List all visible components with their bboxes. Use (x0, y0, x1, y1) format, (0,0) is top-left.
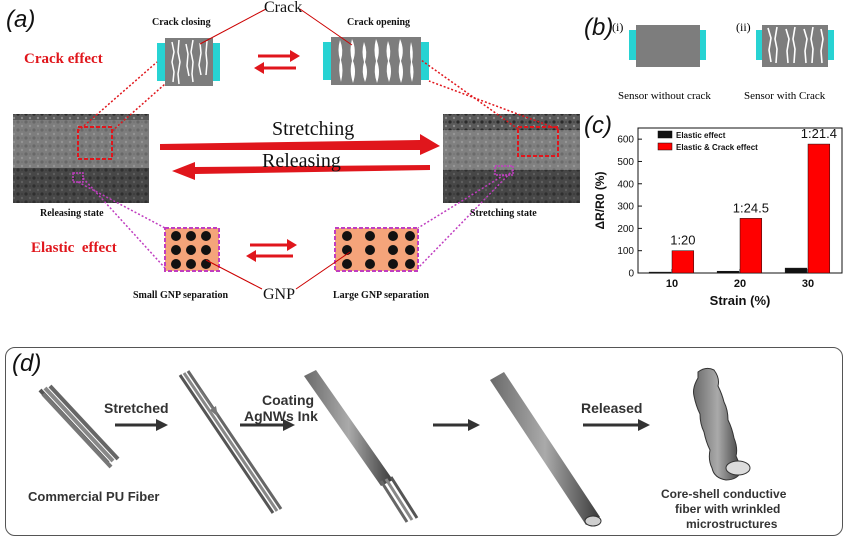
stretched-label: Stretched (104, 400, 169, 416)
core-shell-label-3: microstructures (686, 517, 778, 531)
panel-b-label: (b) (584, 14, 614, 41)
bar (739, 218, 763, 274)
y-tick-label: 300 (617, 202, 634, 213)
core-shell-label-1: Core-shell conductive (661, 487, 787, 501)
caption-without-crack: Sensor without crack (618, 90, 711, 102)
panel-d-graphics (38, 367, 751, 527)
sensor-without-crack (629, 25, 706, 67)
releasing-state-label: Releasing state (40, 208, 104, 219)
legend-swatch (657, 130, 673, 139)
coated-fiber (304, 370, 419, 523)
gnp-small-separation (164, 227, 220, 272)
legend-label: Elastic effect (676, 131, 726, 140)
process-arrows (115, 419, 650, 431)
bar (784, 267, 808, 274)
panel-c-label: (c) (584, 112, 612, 139)
gnp-label: GNP (263, 286, 296, 303)
crack-switch-arrows (254, 50, 300, 74)
sensor-with-crack (756, 25, 834, 67)
panel-b-graphics (629, 25, 834, 67)
coating-label-1: Coating (262, 392, 315, 408)
panel-d-frame (5, 347, 843, 536)
panel-b-item-ii: (ii) (736, 20, 751, 34)
sem-stretching-image (443, 114, 580, 203)
caption-with-crack: Sensor with Crack (744, 90, 826, 102)
ratio-annotation: 1:21.4 (801, 126, 837, 141)
y-tick-label: 600 (617, 135, 634, 146)
elastic-effect-label: Elastic effect (31, 240, 117, 256)
stretch-release-arrows (160, 134, 440, 180)
crack-opening-sensor (323, 37, 429, 85)
y-tick-label: 400 (617, 179, 634, 190)
panel-a-label: (a) (6, 6, 36, 33)
ratio-annotation: 1:24.5 (733, 200, 769, 215)
bar (716, 270, 740, 274)
crack-effect-label: Crack effect (24, 51, 103, 67)
bar (648, 271, 672, 274)
x-tick-label: 30 (802, 278, 814, 290)
panel-b-item-i: (i) (612, 20, 624, 34)
crack-closing-label: Crack closing (152, 17, 211, 28)
commercial-fiber-label: Commercial PU Fiber (28, 489, 160, 504)
small-gnp-label: Small GNP separation (133, 290, 229, 301)
stretching-state-label: Stretching state (470, 208, 537, 219)
full-coated-fiber (490, 372, 602, 527)
crack-opening-label: Crack opening (347, 17, 411, 28)
chart-bars (648, 143, 831, 274)
legend-swatch (657, 142, 673, 151)
y-tick-label: 200 (617, 224, 634, 235)
panel-d-label: (d) (12, 350, 42, 377)
legend-label: Elastic & Crack effect (676, 143, 758, 152)
commercial-pu-fiber (38, 384, 120, 469)
y-tick-label: 500 (617, 157, 634, 168)
x-tick-label: 20 (734, 278, 746, 290)
releasing-label: Releasing (262, 150, 341, 172)
stretching-label: Stretching (272, 118, 355, 140)
ratio-annotation: 1:20 (670, 233, 695, 248)
y-tick-label: 100 (617, 246, 634, 257)
gnp-large-separation (334, 227, 419, 272)
coating-label-2: AgNWs Ink (244, 408, 318, 424)
wrinkled-core-shell-fiber (693, 367, 751, 481)
bar (807, 143, 831, 274)
core-shell-label-2: fiber with wrinkled (675, 502, 781, 516)
x-axis-title: Strain (%) (710, 293, 771, 308)
x-tick-label: 10 (666, 278, 678, 290)
panel-a-graphics (13, 8, 580, 290)
crack-label: Crack (264, 0, 303, 16)
bar (671, 250, 695, 274)
y-axis-title: ΔR/R0 (%) (593, 172, 607, 230)
crack-closing-sensor (157, 38, 220, 86)
y-tick-label: 0 (628, 269, 634, 280)
released-label: Released (581, 400, 643, 416)
stretched-fiber (178, 370, 283, 514)
gnp-switch-arrows (246, 239, 297, 262)
large-gnp-label: Large GNP separation (333, 290, 430, 301)
chart-annotations: 1:20 1:24.5 1:21.4 (670, 126, 837, 248)
